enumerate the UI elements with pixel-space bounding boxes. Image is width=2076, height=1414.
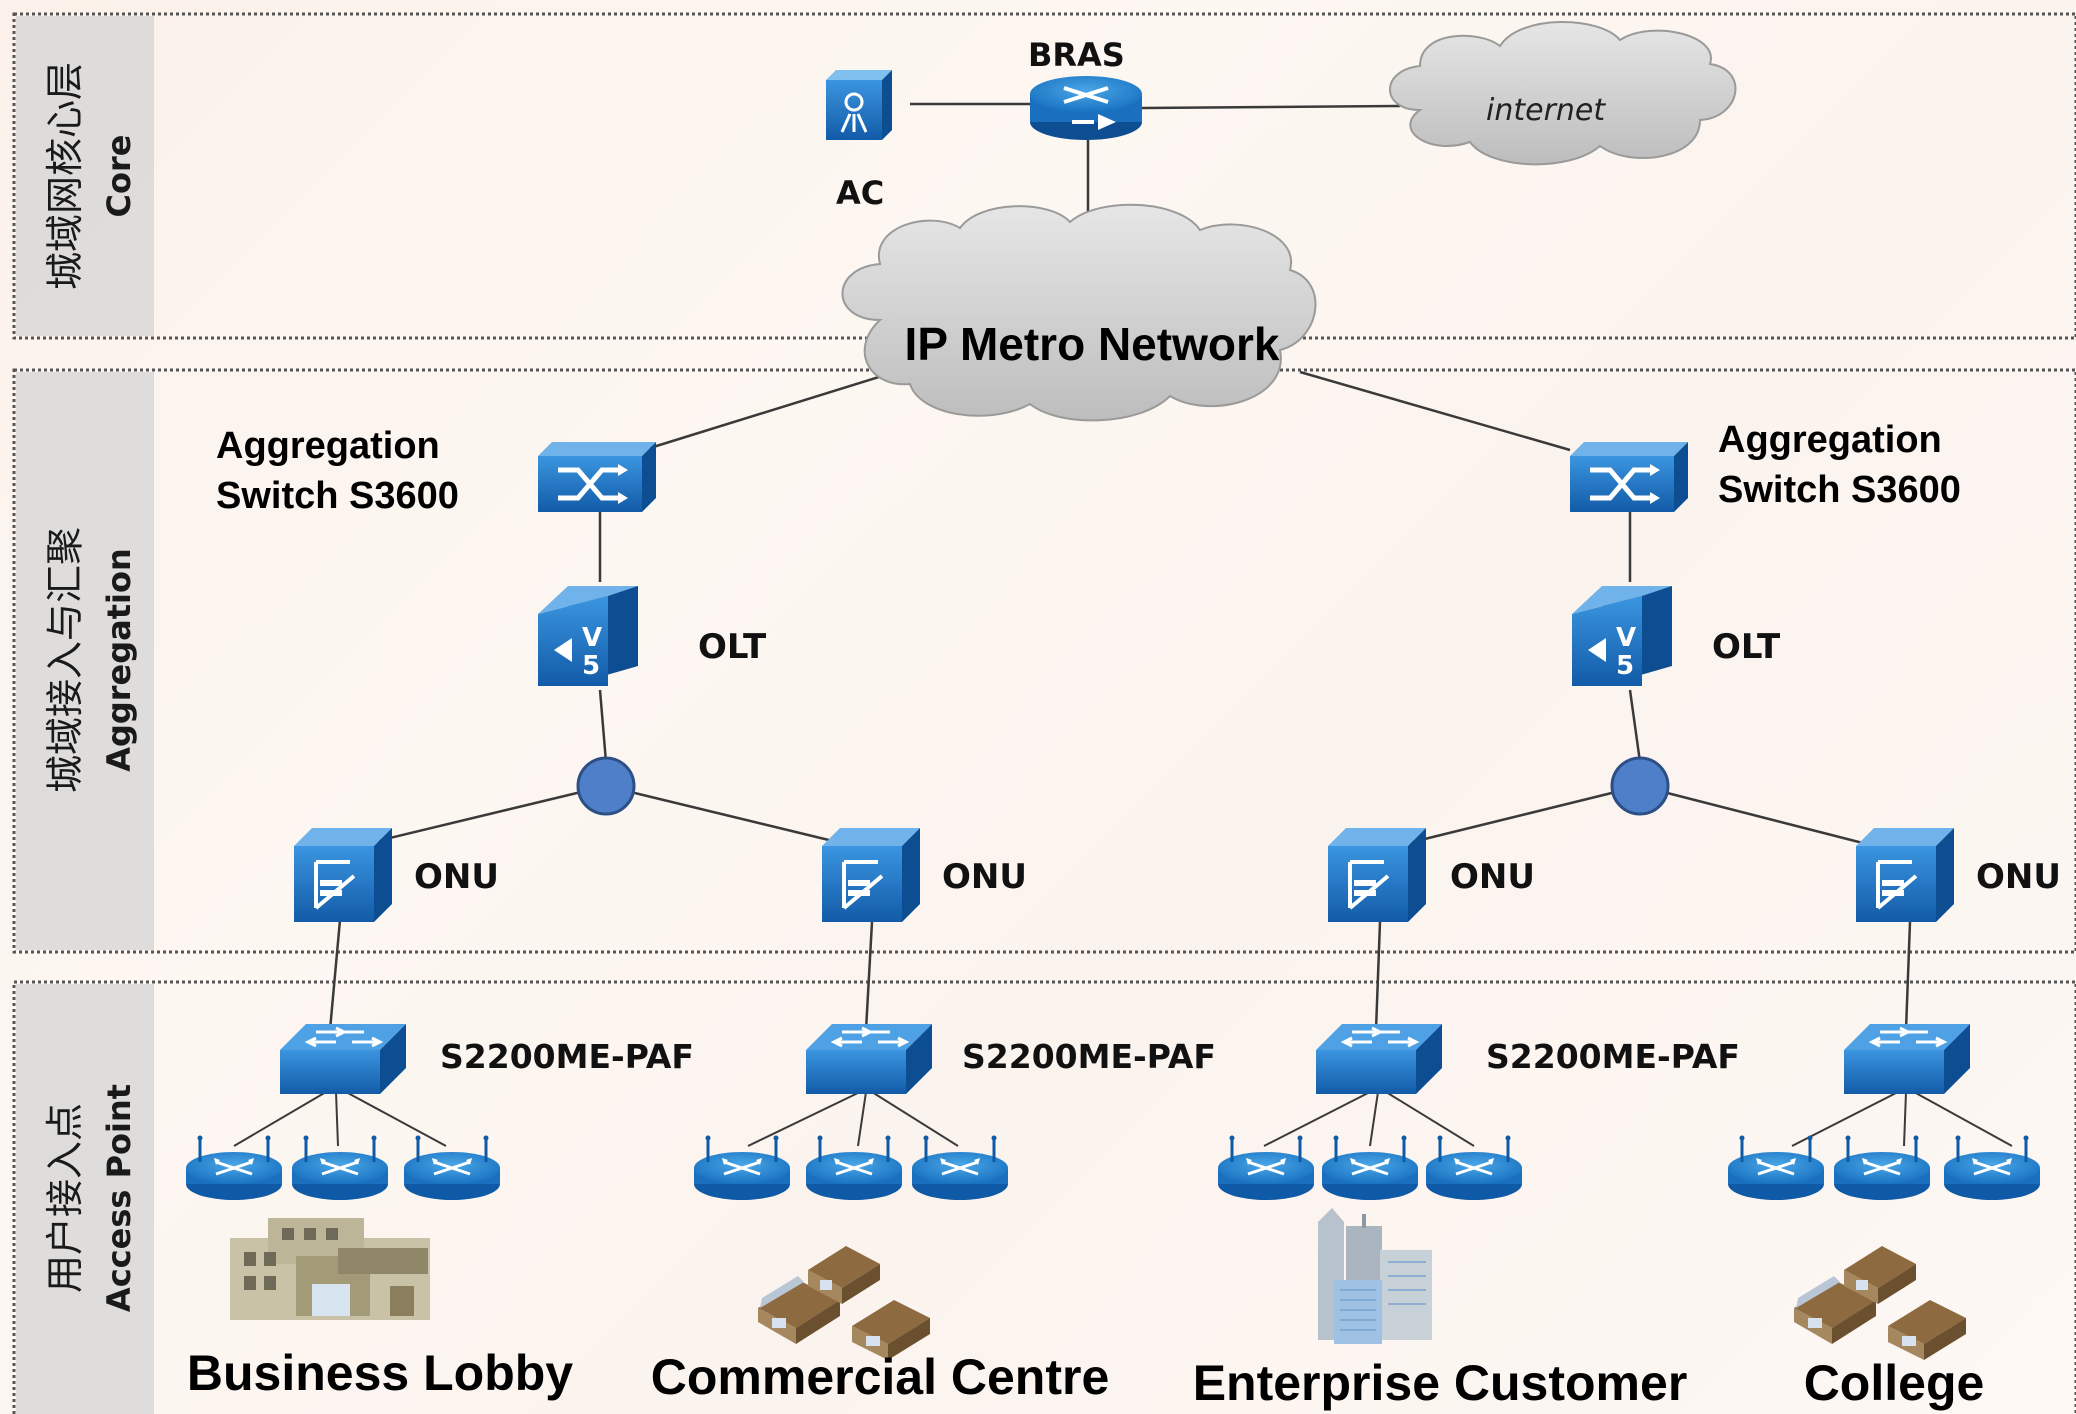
- layer-aggregation-en: Aggregation: [100, 548, 138, 772]
- college-houses-icon: [1794, 1246, 1966, 1360]
- onu-3-icon: [1326, 826, 1428, 924]
- ap-links: [233, 1091, 2013, 1147]
- ap-2b-icon: [804, 1134, 904, 1202]
- onu-4-label: ONU: [1976, 857, 2061, 897]
- bras-router-icon: [1030, 76, 1142, 140]
- onu-4-icon: [1854, 826, 1956, 924]
- olt-left-label: OLT: [698, 627, 767, 667]
- ap-4a-icon: [1726, 1134, 1826, 1202]
- aggregation-switch-right-label-line2: Switch S3600: [1718, 469, 1961, 511]
- layer-access-zh: 用户接入点: [43, 1103, 87, 1293]
- access-switch-2-label: S2200ME-PAF: [962, 1037, 1216, 1076]
- ap-1b-icon: [290, 1134, 390, 1202]
- olt-left-icon: [538, 586, 638, 686]
- layer-core-zh: 城域网核心层: [43, 62, 87, 290]
- access-switch-1-icon: [278, 1022, 408, 1096]
- aggregation-switch-left-label-line1: Aggregation: [216, 425, 440, 467]
- ap-2a-icon: [692, 1134, 792, 1202]
- commercial-centre-houses-icon: [758, 1246, 930, 1360]
- site-label-business-lobby: Business Lobby: [187, 1345, 573, 1401]
- layer-core-en: Core: [100, 135, 138, 218]
- ip-metro-network-label: IP Metro Network: [905, 318, 1280, 370]
- onu-3-label: ONU: [1450, 857, 1535, 897]
- ap-1c-icon: [402, 1134, 502, 1202]
- enterprise-customer-buildings-icon: [1318, 1208, 1432, 1344]
- aggregation-switch-right-icon: [1570, 442, 1688, 512]
- access-switch-4-icon: [1842, 1022, 1972, 1096]
- splitter-right-icon: [1610, 756, 1670, 816]
- aggregation-switch-left-label-line2: Switch S3600: [216, 475, 459, 517]
- site-label-enterprise-customer: Enterprise Customer: [1193, 1355, 1688, 1411]
- layer-access: [12, 980, 2076, 1414]
- onu-1-icon: [292, 826, 394, 924]
- ap-4c-icon: [1942, 1134, 2042, 1202]
- aggregation-switch-right-label-line1: Aggregation: [1718, 419, 1942, 461]
- internet-cloud-icon: [1389, 21, 1737, 166]
- layer-access-en: Access Point: [100, 1084, 138, 1312]
- access-switch-3-label: S2200ME-PAF: [1486, 1037, 1740, 1076]
- ac-icon: [826, 70, 892, 140]
- aggregation-switch-left-icon: [538, 442, 656, 512]
- ap-4b-icon: [1832, 1134, 1932, 1202]
- site-label-college: College: [1804, 1355, 1985, 1411]
- ap-2c-icon: [910, 1134, 1010, 1202]
- business-lobby-building-icon: [230, 1218, 430, 1320]
- internet-label: internet: [1486, 93, 1606, 128]
- olt-right-label: OLT: [1712, 627, 1781, 667]
- access-switch-3-icon: [1314, 1022, 1444, 1096]
- onu-2-icon: [820, 826, 922, 924]
- site-label-commercial-centre: Commercial Centre: [651, 1349, 1110, 1405]
- ac-label: AC: [836, 174, 884, 212]
- access-switch-1-label: S2200ME-PAF: [440, 1037, 694, 1076]
- access-switch-2-icon: [804, 1022, 934, 1096]
- onu-1-label: ONU: [414, 857, 499, 897]
- olt-right-icon: [1572, 586, 1672, 686]
- ip-metro-network-cloud-icon: [841, 203, 1317, 422]
- layer-aggregation: [12, 368, 2076, 954]
- layer-aggregation-zh: 城域接入与汇聚: [43, 527, 87, 793]
- bras-label: BRAS: [1028, 36, 1125, 74]
- onu-2-label: ONU: [942, 857, 1027, 897]
- splitter-left-icon: [576, 756, 636, 816]
